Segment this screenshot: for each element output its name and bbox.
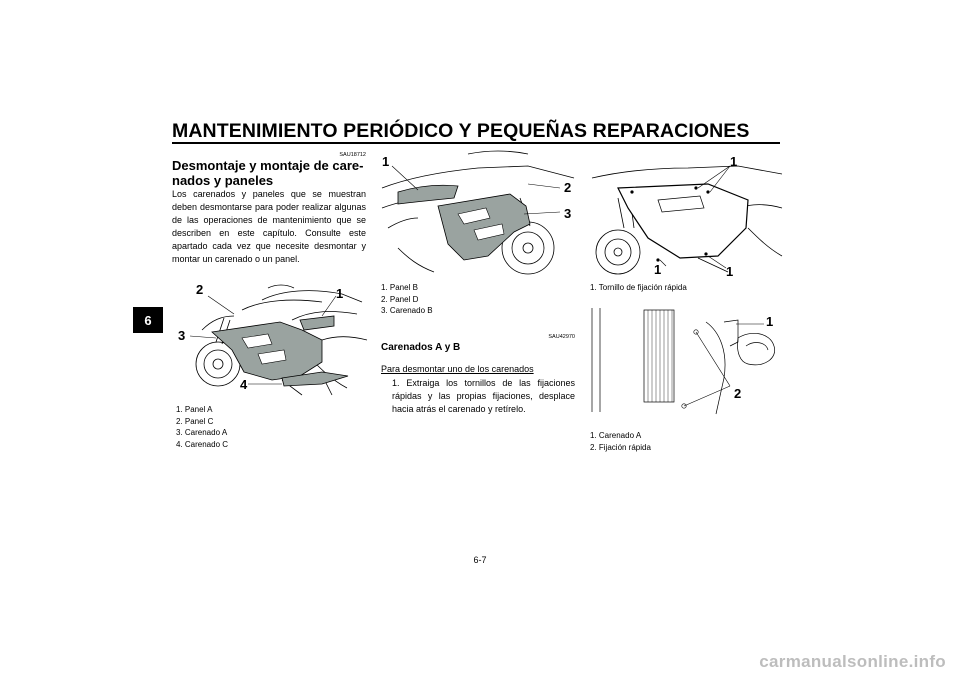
- callout-3: 3: [178, 328, 186, 343]
- callout-2: 2: [564, 180, 572, 195]
- caption-item: 1. Panel A: [176, 405, 213, 414]
- fairing-detail-drawing: [591, 308, 776, 415]
- callout-2: 2: [196, 282, 204, 297]
- section-code: SAU42970: [548, 334, 575, 340]
- caption-item: 3. Carenado A: [176, 428, 228, 437]
- section-body: Los carenados y paneles que se muestran …: [172, 189, 366, 264]
- header-rule: [172, 142, 780, 144]
- caption-item: 3. Carenado B: [381, 306, 433, 315]
- callout-1: 1: [766, 314, 774, 329]
- callout-1: 1: [336, 286, 344, 301]
- sub-heading: Para desmontar uno de los carenados: [381, 364, 534, 374]
- step-1: 1. Extraiga los tornillos de las fijacio…: [392, 378, 575, 414]
- right-figure2-captions: 1. Carenado A 2. Fijación rápida: [590, 430, 651, 453]
- motorcycle-drawing-middle: [381, 150, 575, 275]
- caption-item: 2. Panel D: [381, 294, 419, 304]
- callout-1: 1: [726, 264, 734, 279]
- caption-item: 2. Panel C: [176, 416, 214, 426]
- callout-1: 1: [382, 154, 390, 169]
- caption-item: 1. Tornillo de fijación rápida: [590, 283, 687, 292]
- section-code: SAU18712: [339, 152, 366, 158]
- page-header-title: MANTENIMIENTO PERIÓDICO Y PEQUEÑAS REPAR…: [172, 120, 750, 142]
- section-title-line2: nados y paneles: [172, 173, 274, 188]
- caption-item: 1. Carenado A: [590, 431, 642, 440]
- motorcycle-drawing-left: [189, 284, 368, 396]
- callout-2: 2: [734, 386, 742, 401]
- callout-1: 1: [730, 154, 738, 169]
- middle-figure-captions: 1. Panel B 2. Panel D 3. Carenado B: [381, 282, 433, 317]
- section-title: Desmontaje y montaje de care- nados y pa…: [172, 158, 372, 188]
- section-title: Carenados A y B: [381, 342, 461, 353]
- fairing-detail-figure: 1 2: [588, 302, 784, 424]
- motorcycle-drawing-right: [591, 165, 783, 275]
- right-figure1-captions: 1. Tornillo de fijación rápida: [590, 282, 687, 294]
- page-number: 6-7: [473, 555, 487, 565]
- left-figure-captions: 1. Panel A 2. Panel C 3. Carenado A 4. C…: [176, 404, 228, 450]
- motorcycle-figure-right: 1 1 1: [588, 148, 784, 279]
- caption-item: 2. Fijación rápida: [590, 442, 651, 452]
- motorcycle-figure-left: 2 1 3 4: [172, 280, 368, 398]
- callout-1: 1: [654, 262, 662, 277]
- caption-item: 1. Panel B: [381, 283, 418, 292]
- callout-3: 3: [564, 206, 572, 221]
- motorcycle-figure-middle: 1 2 3: [378, 148, 576, 278]
- chapter-tab: 6: [133, 307, 163, 333]
- section-title-line1: Desmontaje y montaje de care-: [172, 158, 364, 173]
- callout-4: 4: [240, 377, 248, 392]
- caption-item: 4. Carenado C: [176, 439, 229, 449]
- watermark: carmanualsonline.info: [759, 652, 946, 671]
